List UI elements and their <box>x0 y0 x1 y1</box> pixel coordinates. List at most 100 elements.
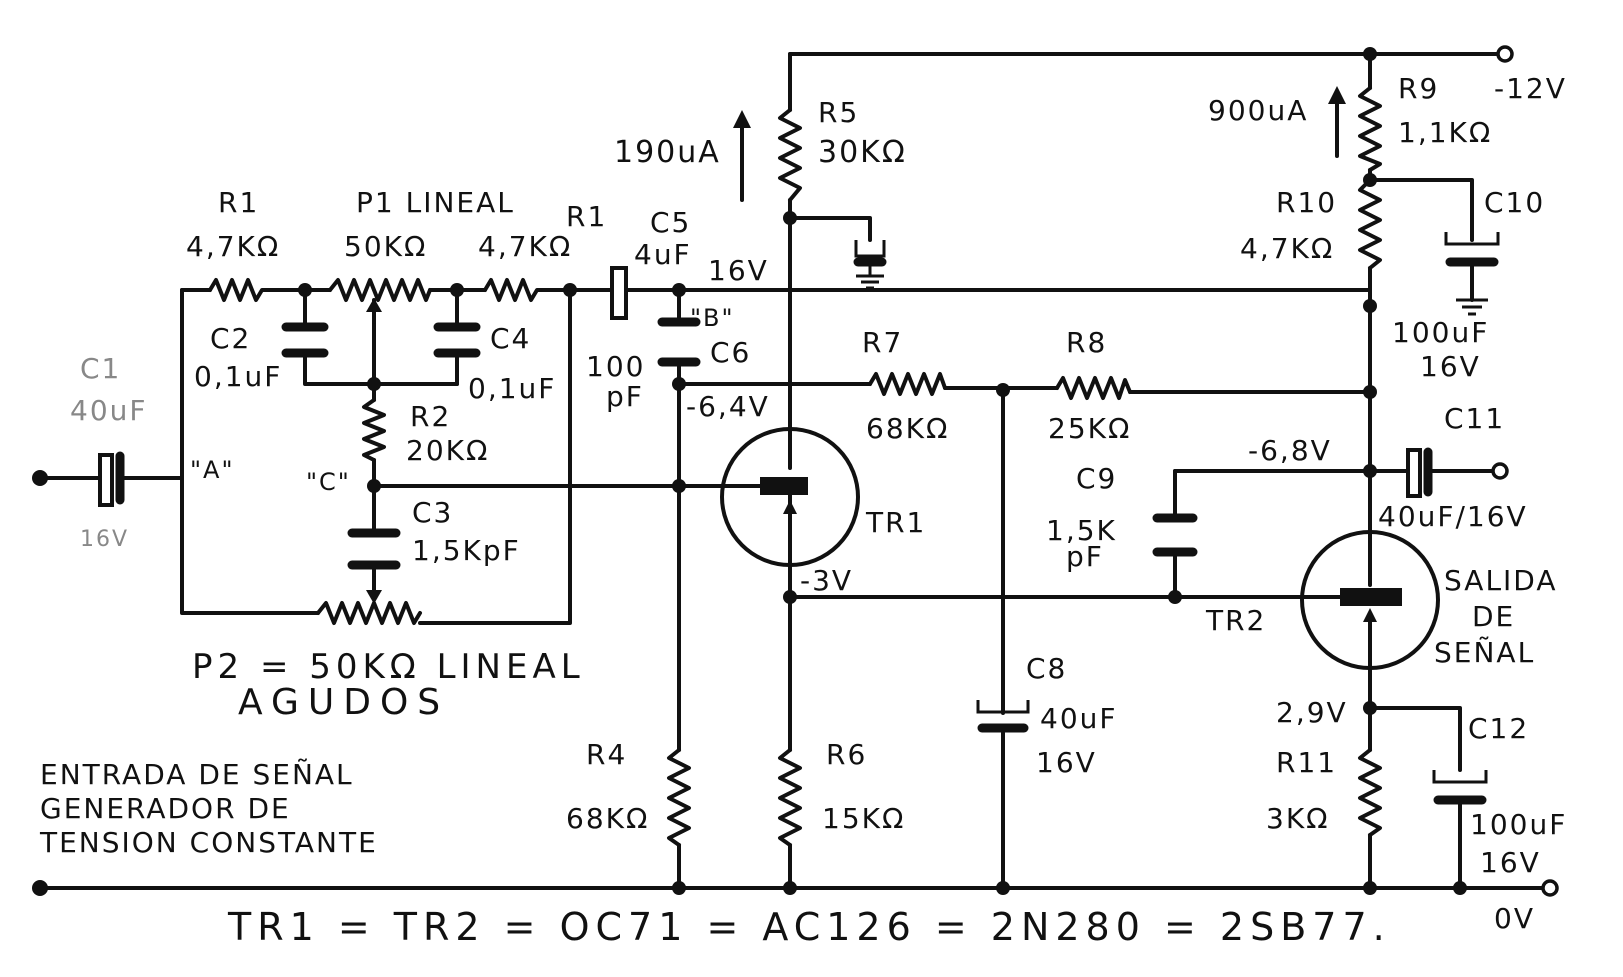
label-r1-left: R1 <box>218 186 259 219</box>
label-tr1-collector-voltage: -6,4V <box>686 390 770 423</box>
terminal-output <box>1491 462 1509 480</box>
label-entrada-1: ENTRADA DE SEÑAL <box>40 758 354 791</box>
capacitor-c1 <box>98 451 125 507</box>
potentiometer-p2 <box>316 576 422 625</box>
label-c8: C8 <box>1026 652 1067 685</box>
resistor-r6 <box>778 748 802 847</box>
label-c6-value-1: 100 <box>586 350 645 383</box>
label-salida-2: DE <box>1472 600 1515 633</box>
terminal-ground <box>1541 879 1559 897</box>
label-r9: R9 <box>1398 72 1439 105</box>
label-ground-voltage: 0V <box>1494 902 1535 935</box>
label-c12-voltage: 16V <box>1480 846 1541 879</box>
label-tr1: TR1 <box>865 506 926 539</box>
label-current-r5: 190uA <box>614 135 721 170</box>
capacitor-c9 <box>1152 513 1198 557</box>
label-c9-value-1: 1,5K <box>1046 514 1117 547</box>
label-r2-value: 20KΩ <box>406 434 489 467</box>
label-supply-voltage: -12V <box>1494 72 1567 105</box>
label-c6: C6 <box>710 336 751 369</box>
label-c3: C3 <box>412 496 453 529</box>
ground-symbol-c10 <box>1456 298 1488 316</box>
label-c11-value: 40uF/16V <box>1378 500 1528 533</box>
resistor-r1-left <box>208 278 270 302</box>
label-r7-value: 68KΩ <box>866 412 949 445</box>
label-r4-value: 68KΩ <box>566 802 649 835</box>
label-c10-voltage: 16V <box>1420 350 1481 383</box>
capacitor-c6 <box>657 317 701 367</box>
label-p1: P1 LINEAL <box>356 186 515 219</box>
label-salida-1: SALIDA <box>1444 564 1558 597</box>
label-c10-value: 100uF <box>1392 316 1489 349</box>
capacitor-c4 <box>433 322 481 358</box>
label-r8-value: 25KΩ <box>1048 412 1131 445</box>
capacitor-c11 <box>1406 447 1433 498</box>
resistor-r9 <box>1358 86 1382 172</box>
capacitor-c10 <box>1444 232 1500 267</box>
label-tr1-emitter-voltage: -3V <box>800 564 853 597</box>
label-c5-value: 4uF <box>634 238 692 271</box>
label-entrada-3: TENSION CONSTANTE <box>39 826 378 859</box>
label-c3-value: 1,5KpF <box>412 534 521 567</box>
label-c8-voltage: 16V <box>1036 746 1097 779</box>
label-r5: R5 <box>818 96 859 129</box>
label-node-b: "B" <box>690 304 735 332</box>
label-r11: R11 <box>1276 746 1337 779</box>
label-c5: C5 <box>650 206 691 239</box>
label-entrada-2: GENERADOR DE <box>40 792 291 825</box>
label-c1-voltage: 16V <box>80 527 129 552</box>
resistor-r11 <box>1358 748 1382 837</box>
label-r1-left-value: 4,7KΩ <box>186 230 280 263</box>
label-c1-value: 40uF <box>70 394 147 427</box>
label-c8-value: 40uF <box>1040 702 1117 735</box>
label-current-r9: 900uA <box>1208 94 1308 127</box>
label-r9-value: 1,1KΩ <box>1398 116 1492 149</box>
labels: R1 4,7KΩ P1 LINEAL 50KΩ R1 4,7KΩ C5 4uF … <box>39 72 1567 949</box>
label-r1-right-value: 4,7KΩ <box>478 230 572 263</box>
resistor-r7 <box>868 372 947 396</box>
label-node-c: "C" <box>306 468 351 496</box>
label-c4: C4 <box>490 322 531 355</box>
label-r10: R10 <box>1276 186 1337 219</box>
label-p2: P2 = 50KΩ LINEAL <box>192 647 585 687</box>
label-c12-value: 100uF <box>1470 808 1567 841</box>
label-r11-value: 3KΩ <box>1266 802 1330 835</box>
label-c5-voltage: 16V <box>708 254 769 287</box>
label-c10: C10 <box>1484 186 1545 219</box>
potentiometer-p1 <box>328 278 432 324</box>
label-c9-value-2: pF <box>1066 540 1104 573</box>
label-r6-value: 15KΩ <box>822 802 905 835</box>
current-arrow-r9 <box>1328 86 1346 158</box>
label-tr2-collector-voltage: -6,8V <box>1248 434 1332 467</box>
terminal-supply <box>1496 45 1514 63</box>
capacitor-c8 <box>976 700 1030 733</box>
label-tr2-emitter-voltage: 2,9V <box>1276 696 1348 729</box>
label-r1-right: R1 <box>566 200 607 233</box>
label-r8: R8 <box>1066 326 1107 359</box>
label-r10-value: 4,7KΩ <box>1240 232 1334 265</box>
label-c11: C11 <box>1444 402 1505 435</box>
resistor-r10 <box>1358 178 1382 270</box>
label-c6-value-2: pF <box>606 380 644 413</box>
label-r2: R2 <box>410 400 451 433</box>
resistor-r2 <box>362 398 386 462</box>
junction-dots <box>32 47 1467 896</box>
resistor-r4 <box>667 748 691 847</box>
transistor-tr2 <box>1300 530 1440 670</box>
ground-symbol-r5 <box>853 240 887 290</box>
label-agudos: AGUDOS <box>238 682 449 723</box>
label-c12: C12 <box>1468 712 1529 745</box>
label-p1-value: 50KΩ <box>344 230 427 263</box>
transistor-tr1 <box>720 427 860 567</box>
label-c4-value: 0,1uF <box>468 372 556 405</box>
label-r7: R7 <box>862 326 903 359</box>
label-node-a: "A" <box>190 456 235 484</box>
label-r5-value: 30KΩ <box>818 135 907 170</box>
label-r4: R4 <box>586 738 627 771</box>
capacitor-c5 <box>610 266 628 320</box>
capacitor-c3 <box>347 528 401 570</box>
label-tr2: TR2 <box>1205 604 1266 637</box>
label-c2: C2 <box>210 322 251 355</box>
capacitor-c2 <box>281 322 329 358</box>
